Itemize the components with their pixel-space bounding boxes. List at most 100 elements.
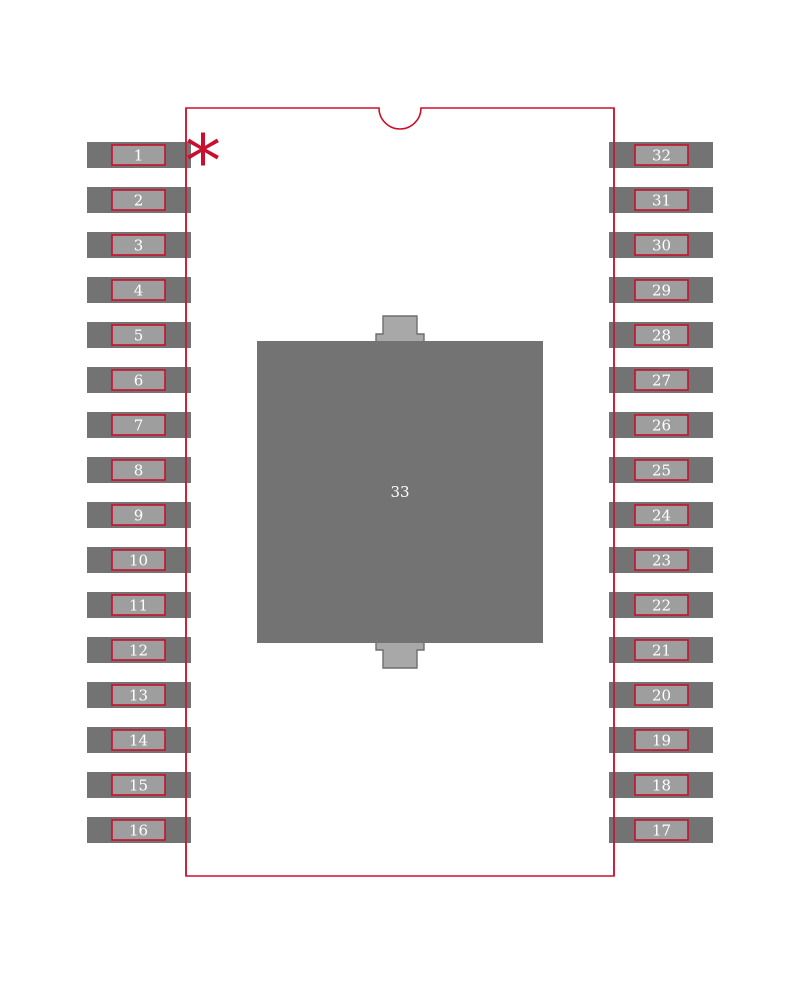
pad-marking <box>111 729 166 751</box>
pad-marking <box>111 774 166 796</box>
pin-number: 11 <box>129 597 148 615</box>
pin-8: 8 <box>87 457 191 483</box>
pad-marking <box>111 459 166 481</box>
pin-number: 30 <box>652 237 671 255</box>
thermal-pad-label: 33 <box>390 483 409 501</box>
pin-28: 28 <box>609 322 713 348</box>
pad-marking <box>634 234 689 256</box>
pin-16: 16 <box>87 817 191 843</box>
pad-marking <box>111 594 166 616</box>
pin-number: 31 <box>652 192 671 210</box>
pin-17: 17 <box>609 817 713 843</box>
pad-marking <box>111 639 166 661</box>
pin-22: 22 <box>609 592 713 618</box>
pin-number: 27 <box>652 372 671 390</box>
right-pin-row: 32 31 30 29 28 27 26 25 24 23 22 21 20 19 18 17 <box>609 142 713 843</box>
pin-number: 2 <box>134 192 144 210</box>
pad-marking <box>634 774 689 796</box>
pad-marking <box>111 324 166 346</box>
pad-marking <box>634 144 689 166</box>
pin-9: 9 <box>87 502 191 528</box>
pin-29: 29 <box>609 277 713 303</box>
pin-11: 11 <box>87 592 191 618</box>
pin-number: 26 <box>652 417 671 435</box>
pin-4: 4 <box>87 277 191 303</box>
pad-marking <box>634 639 689 661</box>
thermal-pad <box>257 341 543 643</box>
pad-marking <box>634 414 689 436</box>
pin-number: 20 <box>652 687 671 705</box>
pin-number: 21 <box>652 642 671 660</box>
pin-number: 22 <box>652 597 671 615</box>
pin-number: 7 <box>134 417 144 435</box>
pin-18: 18 <box>609 772 713 798</box>
pad-marking <box>634 549 689 571</box>
pin-number: 9 <box>134 507 144 525</box>
pin-number: 1 <box>134 147 144 165</box>
pin-number: 16 <box>129 822 148 840</box>
pin-number: 24 <box>652 507 671 525</box>
pad-marking <box>634 594 689 616</box>
pad-marking <box>634 819 689 841</box>
pin-32: 32 <box>609 142 713 168</box>
pin-19: 19 <box>609 727 713 753</box>
pin-number: 4 <box>134 282 144 300</box>
pad-marking <box>111 549 166 571</box>
pin-5: 5 <box>87 322 191 348</box>
pin-number: 8 <box>134 462 144 480</box>
pin1-marker-icon: * <box>185 119 221 203</box>
pad-marking <box>111 144 166 166</box>
pad-marking <box>111 684 166 706</box>
pin-25: 25 <box>609 457 713 483</box>
pin-6: 6 <box>87 367 191 393</box>
pin-23: 23 <box>609 547 713 573</box>
pin-number: 14 <box>129 732 148 750</box>
pad-marking <box>634 369 689 391</box>
pin-number: 23 <box>652 552 671 570</box>
pin-number: 25 <box>652 462 671 480</box>
pin-number: 3 <box>134 237 144 255</box>
pin-number: 15 <box>129 777 148 795</box>
pad-marking <box>111 234 166 256</box>
pad-marking <box>111 369 166 391</box>
pin-3: 3 <box>87 232 191 258</box>
pad-marking <box>111 819 166 841</box>
thermal-pad-top-tab <box>375 315 425 343</box>
pin-2: 2 <box>87 187 191 213</box>
pin-number: 29 <box>652 282 671 300</box>
pad-marking <box>111 504 166 526</box>
pin-21: 21 <box>609 637 713 663</box>
pin-number: 6 <box>134 372 144 390</box>
pin-14: 14 <box>87 727 191 753</box>
pin-31: 31 <box>609 187 713 213</box>
pin-20: 20 <box>609 682 713 708</box>
pin-15: 15 <box>87 772 191 798</box>
pin-24: 24 <box>609 502 713 528</box>
pad-marking <box>634 684 689 706</box>
pin-number: 13 <box>129 687 148 705</box>
pin-7: 7 <box>87 412 191 438</box>
pin-number: 18 <box>652 777 671 795</box>
pin-13: 13 <box>87 682 191 708</box>
pin-number: 5 <box>134 327 144 345</box>
pin-1: 1 <box>87 142 191 168</box>
pin-26: 26 <box>609 412 713 438</box>
pad-marking <box>634 729 689 751</box>
pad-marking <box>634 504 689 526</box>
package-outline <box>185 107 615 877</box>
pin-30: 30 <box>609 232 713 258</box>
pad-marking <box>634 189 689 211</box>
pin-27: 27 <box>609 367 713 393</box>
pin-number: 32 <box>652 147 671 165</box>
pad-marking <box>634 459 689 481</box>
pin-number: 28 <box>652 327 671 345</box>
pin-12: 12 <box>87 637 191 663</box>
pad-marking <box>111 189 166 211</box>
pad-marking <box>634 324 689 346</box>
pin-10: 10 <box>87 547 191 573</box>
pad-marking <box>111 279 166 301</box>
pad-marking <box>634 279 689 301</box>
pin-number: 10 <box>129 552 148 570</box>
